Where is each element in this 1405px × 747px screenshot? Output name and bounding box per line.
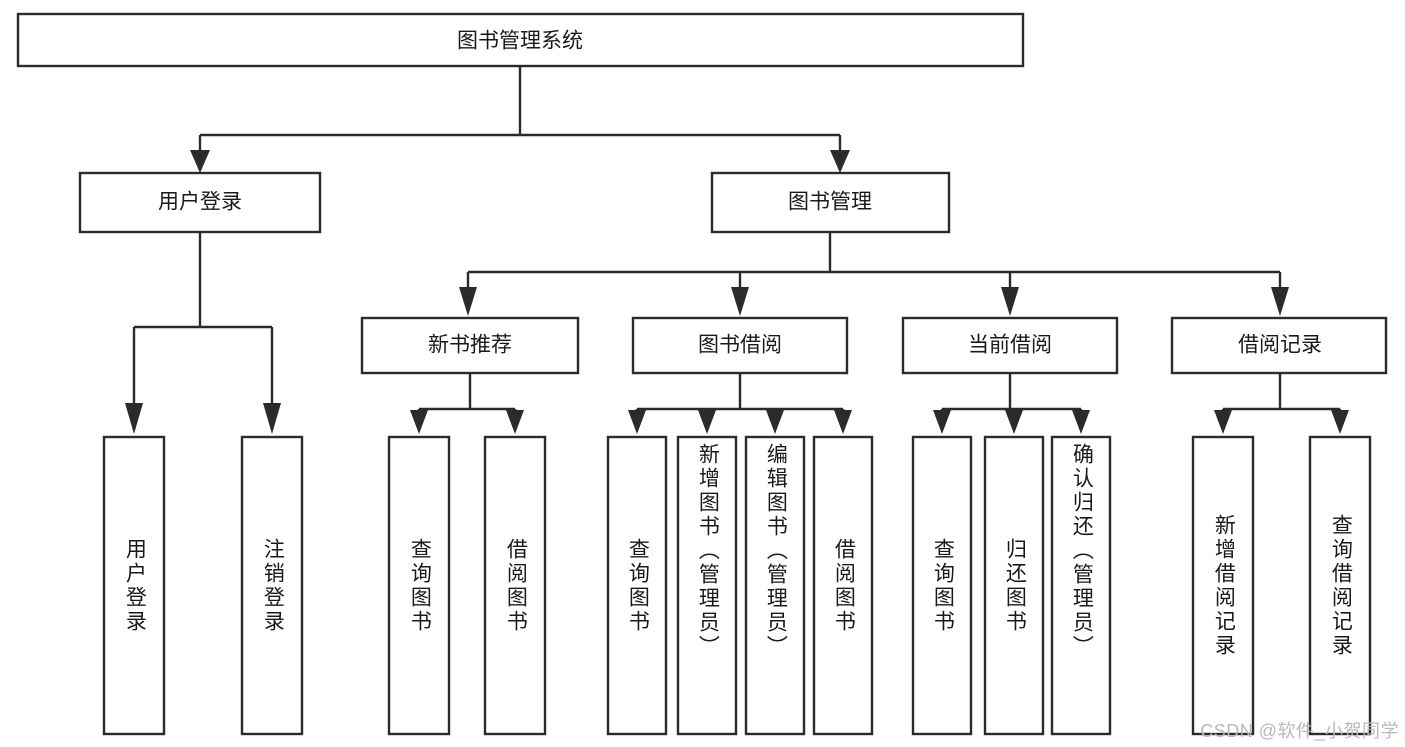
arrowhead-user-login-leaf-2 <box>263 403 281 434</box>
arrowhead-user-login-leaf-1 <box>125 403 143 434</box>
leaf-box-borrow-books-borrow[interactable] <box>812 435 874 736</box>
node-current-borrow-label: 当前借阅 <box>968 334 1052 357</box>
arrowhead-book-borrow-leaf-1 <box>628 410 646 434</box>
leaf-box-edit-book-admin[interactable] <box>744 435 806 736</box>
node-book-borrow-label: 图书借阅 <box>698 334 782 357</box>
arrowhead-book-borrow-leaf-3 <box>766 410 784 434</box>
arrowhead-bm-to-borrow-record <box>1271 287 1289 316</box>
leaf-box-query-borrow-record[interactable] <box>1308 435 1372 736</box>
leaf-box-query-books-borrow[interactable] <box>606 435 668 736</box>
arrowhead-borrow-record-leaf-1 <box>1214 410 1232 434</box>
leaf-box-query-books-current[interactable] <box>911 435 973 736</box>
leaf-box-add-book-admin[interactable] <box>676 435 738 736</box>
arrowhead-root-to-user-login <box>190 150 210 173</box>
arrowhead-new-book-leaf-1 <box>410 410 428 434</box>
arrowhead-bm-to-current-borrow <box>1001 287 1019 316</box>
csdn-watermark: CSDN @软件_小贺同学 <box>1200 721 1399 741</box>
arrowhead-bm-to-new-book-recommend <box>459 287 477 316</box>
arrowhead-book-borrow-leaf-4 <box>834 410 852 434</box>
node-new-book-recommend-box[interactable] <box>360 316 580 375</box>
leaf-box-confirm-return-admin[interactable] <box>1050 435 1112 736</box>
arrowhead-current-borrow-leaf-1 <box>933 410 951 434</box>
node-user-login-box[interactable] <box>78 171 322 234</box>
leaf-box-logout[interactable] <box>240 435 304 736</box>
leaf-box-add-borrow-record[interactable] <box>1191 435 1255 736</box>
node-user-login-label: 用户登录 <box>158 191 242 214</box>
arrowhead-current-borrow-leaf-2 <box>1005 410 1023 434</box>
leaf-box-borrow-books-rec[interactable] <box>483 435 547 736</box>
leaf-box-query-books-rec[interactable] <box>387 435 451 736</box>
node-new-book-recommend-label: 新书推荐 <box>428 334 512 357</box>
node-borrow-record-label: 借阅记录 <box>1238 334 1322 357</box>
node-root-label: 图书管理系统 <box>457 30 583 53</box>
arrowhead-current-borrow-leaf-3 <box>1072 410 1090 434</box>
arrowhead-root-to-book-management <box>830 150 850 173</box>
node-current-borrow-box[interactable] <box>901 316 1119 375</box>
node-book-management-label: 图书管理 <box>788 191 872 214</box>
arrowhead-book-borrow-leaf-2 <box>698 410 716 434</box>
arrowhead-bm-to-book-borrow <box>731 287 749 316</box>
node-root-box[interactable] <box>16 12 1025 68</box>
arrowhead-borrow-record-leaf-2 <box>1331 410 1349 434</box>
arrowhead-new-book-leaf-2 <box>506 410 524 434</box>
leaf-box-user-login[interactable] <box>102 435 166 736</box>
leaf-box-return-books[interactable] <box>983 435 1045 736</box>
